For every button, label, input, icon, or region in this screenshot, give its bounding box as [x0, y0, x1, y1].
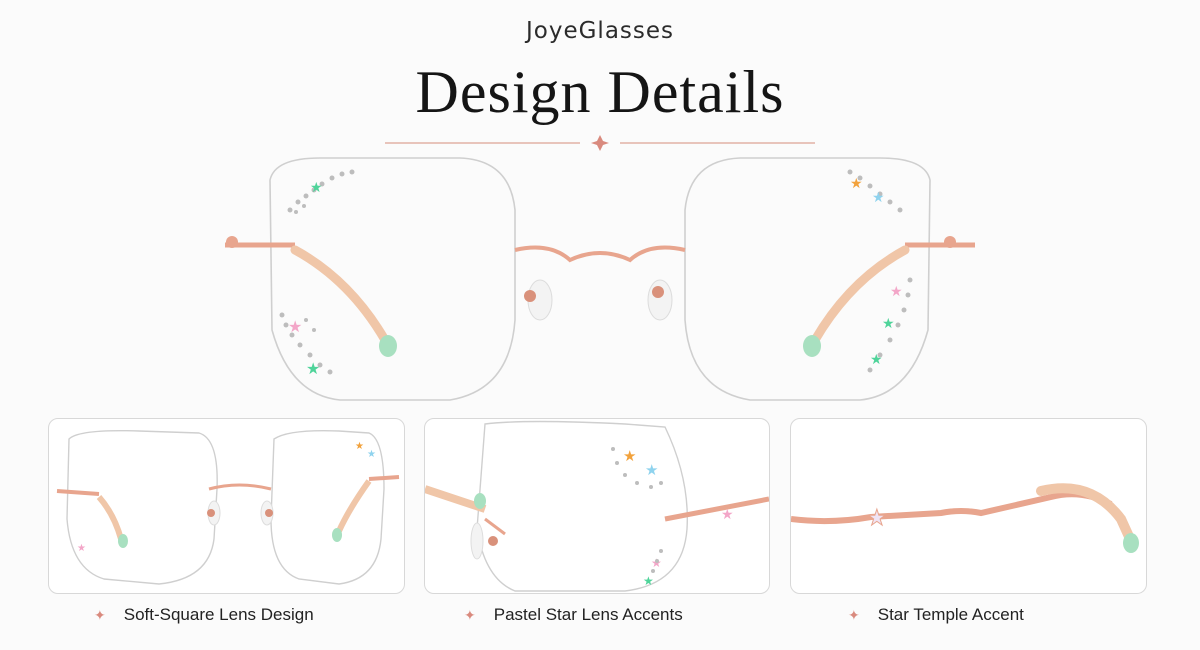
svg-text:★: ★ [77, 543, 86, 554]
sparkle-icon: ✦ [464, 606, 476, 623]
sparkle-icon: ✦ [848, 606, 860, 623]
svg-text:★: ★ [310, 180, 323, 196]
svg-text:★: ★ [872, 190, 885, 206]
glasses-front-view: ★ ★ ★ ★ ★ ★ ★ ★ [225, 157, 975, 401]
svg-text:★: ★ [355, 441, 364, 452]
detail-panel-lens-accents: ★ ★ ★ ★ ★ [424, 418, 770, 594]
svg-text:★: ★ [306, 359, 320, 378]
svg-text:★: ★ [867, 506, 887, 531]
feature-label: Star Temple Accent [877, 605, 1024, 624]
detail-panel-temple-accent: ★ [790, 418, 1147, 594]
feature-caption-2: ✦ Pastel Star Lens Accents [464, 603, 683, 627]
title-divider [385, 135, 815, 151]
temple-closeup-view: ★ [791, 483, 1139, 553]
svg-text:★: ★ [850, 176, 863, 192]
feature-caption-3: ✦ Star Temple Accent [848, 603, 1024, 627]
svg-text:★: ★ [367, 449, 376, 460]
sparkle-icon [591, 135, 609, 151]
feature-label: Pastel Star Lens Accents [493, 605, 683, 624]
brand-name: JoyeGlasses [525, 18, 675, 44]
detail-panel-lens-design: ★ ★ ★ [48, 418, 405, 594]
lens-closeup-view: ★ ★ ★ ★ ★ [425, 420, 769, 592]
glasses-angled-view: ★ ★ ★ [56, 430, 400, 585]
svg-text:★: ★ [870, 352, 883, 368]
sparkle-icon: ✦ [94, 606, 106, 623]
svg-text:★: ★ [882, 316, 895, 332]
svg-text:★: ★ [651, 556, 662, 570]
feature-label: Soft-Square Lens Design [123, 605, 314, 624]
svg-text:★: ★ [643, 574, 654, 588]
svg-text:★: ★ [645, 461, 658, 479]
svg-text:★: ★ [890, 284, 903, 300]
svg-text:★: ★ [288, 317, 302, 336]
svg-text:★: ★ [721, 507, 734, 523]
svg-text:★: ★ [623, 447, 636, 465]
page-title: Design Details [415, 59, 785, 125]
feature-caption-1: ✦ Soft-Square Lens Design [94, 603, 314, 627]
